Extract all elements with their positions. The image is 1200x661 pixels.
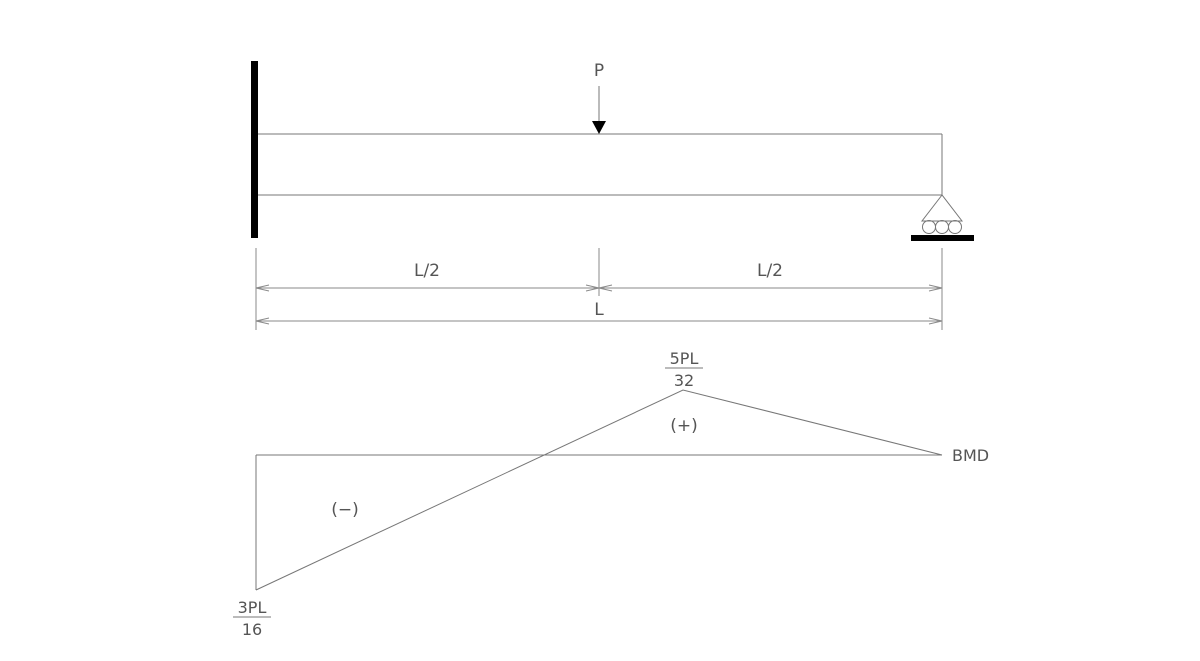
dim-label-left-half: L/2 [414,261,440,281]
dim-arrow-right-half-start [598,284,613,292]
load-arrow-head [592,121,606,134]
dim-arrow-right-half-end [928,284,943,292]
fixed-support-wall [251,61,258,238]
dimensions: L/2 L/2 L [255,248,943,330]
bmd-max-positive-numerator: 5PL [670,349,699,368]
bmd-positive-sign: (+) [670,416,698,436]
roller-wheel-right [948,220,962,234]
dim-label-total: L [594,300,604,320]
dim-arrow-total-start [255,317,270,325]
dim-arrow-total-end [928,317,943,325]
load-label: P [594,61,604,81]
bmd-moment-curve [255,389,943,591]
bmd-max-negative-denominator: 16 [242,620,262,639]
roller-base-plate [911,235,974,241]
bmd-negative-sign: (−) [331,500,359,520]
roller-support [911,194,974,241]
bmd: BMD 5PL 32 (+) (−) 3PL 16 [233,349,989,639]
point-load: P [592,61,606,134]
bmd-max-negative-numerator: 3PL [238,598,267,617]
roller-wheel-middle [935,220,949,234]
bmd-max-positive-denominator: 32 [674,371,694,390]
roller-wheel-left [922,220,936,234]
beam [256,133,943,196]
roller-triangle [920,194,964,222]
bmd-label: BMD [952,446,989,465]
dim-label-right-half: L/2 [757,261,783,281]
dim-arrow-left-half-start [255,284,270,292]
